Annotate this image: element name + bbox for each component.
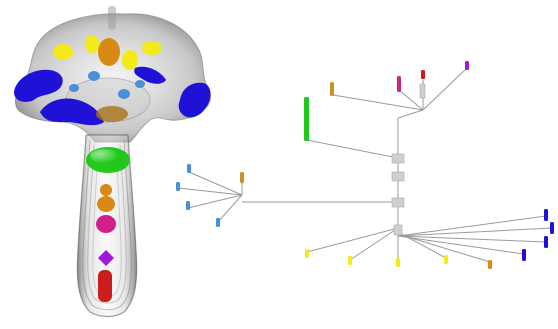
- node-box-4: [393, 224, 403, 236]
- leaf-purple-top: [465, 61, 469, 70]
- leaf-blue-light-4: [216, 218, 220, 227]
- leaf-blue-dark-2: [550, 222, 554, 234]
- blob-green-shine: [90, 149, 118, 163]
- leaf-yellow-2: [348, 256, 352, 265]
- blob-light-blue-2: [118, 89, 130, 99]
- blob-orange-stem-1: [100, 184, 112, 196]
- edge-mid-to-b1: [188, 171, 243, 196]
- leaf-yellow-3: [396, 258, 400, 267]
- edge-mid-to-b3: [187, 194, 243, 209]
- blob-light-blue-1: [88, 71, 100, 81]
- volume-rendering: [14, 6, 212, 318]
- edge-bot-bd1: [397, 215, 547, 237]
- blob-yellow-mid: [85, 35, 99, 53]
- edge-green: [306, 139, 399, 159]
- shell-stem-ring-2: [87, 144, 127, 304]
- leaf-green: [304, 97, 309, 141]
- leaf-yellow-1: [305, 249, 309, 258]
- leaf-blue-light-3: [186, 201, 190, 210]
- blob-purple: [98, 250, 114, 266]
- edge-bot-bd3: [397, 235, 547, 243]
- edge-top-to-magenta: [398, 89, 424, 111]
- edge-mid-to-b2: [177, 187, 243, 196]
- blob-blue-center: [40, 98, 104, 126]
- blob-light-blue-4: [135, 80, 145, 88]
- leaf-blue-dark-3: [544, 236, 548, 248]
- blob-brown: [96, 106, 128, 122]
- edge-top-to-purple: [422, 67, 468, 111]
- shell-stem-ring-1: [82, 139, 132, 311]
- tree-internal-nodes: [391, 83, 426, 236]
- blob-red: [98, 270, 112, 302]
- edge-bot-y1: [306, 227, 399, 253]
- leaf-blue-dark-1: [544, 209, 548, 221]
- leaf-blue-light-2: [176, 182, 180, 191]
- edge-top-node: [397, 109, 424, 119]
- blob-blue-right-2: [134, 66, 166, 84]
- leaf-magenta-top: [397, 76, 401, 92]
- leaf-tan-mid: [240, 172, 244, 183]
- edge-mid-to-b4: [217, 194, 243, 223]
- blob-yellow-right: [142, 41, 162, 55]
- shell-top-spike: [108, 6, 116, 30]
- blob-light-blue-3: [69, 84, 79, 92]
- blob-blue-left: [14, 69, 63, 102]
- node-box-3: [391, 197, 405, 208]
- leaf-red-top: [421, 70, 425, 79]
- leaf-tan-top: [330, 82, 334, 96]
- edge-bot-bd4: [397, 235, 525, 255]
- blob-orange-stem-2: [97, 196, 115, 212]
- node-box-2: [391, 171, 405, 182]
- leaf-blue-light-1: [187, 164, 191, 173]
- edge-bot-y2: [349, 227, 399, 261]
- blob-blue-right: [178, 82, 211, 118]
- dendrogram: [177, 67, 553, 263]
- edge-top-to-tan: [332, 94, 424, 111]
- leaf-blue-dark-4: [522, 249, 526, 261]
- blob-magenta: [96, 215, 116, 233]
- blob-orange-top: [98, 38, 120, 66]
- node-box-1: [391, 153, 405, 164]
- leaf-yellow-4: [444, 255, 448, 264]
- blob-yellow-mid-2: [122, 50, 138, 70]
- blob-yellow-left: [53, 44, 73, 60]
- edge-bot-bd2: [397, 227, 553, 237]
- node-box-top: [419, 83, 426, 99]
- leaf-orange-bottom: [488, 260, 492, 269]
- tree-leaves: [176, 61, 554, 269]
